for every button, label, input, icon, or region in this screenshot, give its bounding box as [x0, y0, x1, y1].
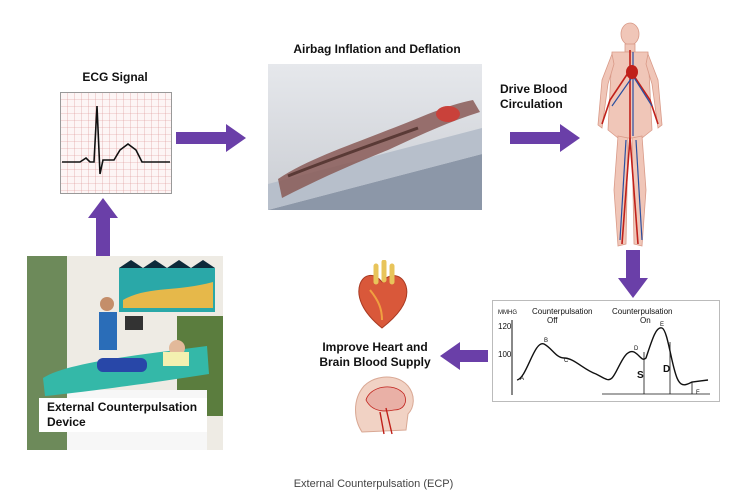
airbag-image	[268, 64, 482, 210]
waveform-unit: MMHG	[498, 310, 517, 316]
point-a: A	[520, 376, 524, 382]
ecg-signal-label: ECG Signal	[82, 70, 148, 84]
point-f: F	[696, 390, 700, 396]
marker-s: S	[637, 370, 644, 381]
ecg-graph	[60, 92, 172, 194]
point-e: E	[660, 322, 664, 328]
arrow-down-1	[618, 250, 648, 298]
on-label-1: Counterpulsation	[612, 307, 672, 316]
airbag-label: Airbag Inflation and Deflation	[293, 42, 461, 56]
off-label-1: Counterpulsation	[532, 307, 592, 316]
drive-blood-label: Drive Blood Circulation	[500, 82, 568, 111]
arrow-right-1	[176, 124, 248, 152]
waveform-panel: MMHG 120 100 Counterpulsation Off Counte…	[492, 300, 720, 402]
waveform-trace	[516, 327, 709, 386]
marker-d: D	[663, 364, 670, 375]
arrow-left-1	[440, 342, 488, 370]
point-b: B	[544, 338, 548, 344]
brain-image	[350, 372, 420, 436]
point-d: D	[634, 346, 639, 352]
on-label-2: On	[640, 316, 651, 325]
figure-caption: External Counterpulsation (ECP)	[293, 478, 454, 490]
arrow-up-1	[88, 198, 118, 256]
heart-image	[352, 260, 412, 332]
ecg-panel	[60, 92, 172, 194]
device-label: External Counterpulsation Device	[47, 400, 198, 429]
point-c: C	[564, 358, 569, 364]
improve-label: Improve Heart and Brain Blood Supply	[319, 340, 431, 369]
device-label-box: External Counterpulsation Device	[39, 398, 207, 432]
off-label-2: Off	[547, 316, 558, 325]
body-circulation-image	[590, 20, 670, 252]
waveform-graph: MMHG 120 100 Counterpulsation Off Counte…	[492, 300, 720, 402]
ecg-trace	[62, 105, 170, 175]
y-tick-120: 120	[498, 322, 512, 331]
arrow-right-2	[510, 124, 582, 152]
y-tick-100: 100	[498, 350, 512, 359]
